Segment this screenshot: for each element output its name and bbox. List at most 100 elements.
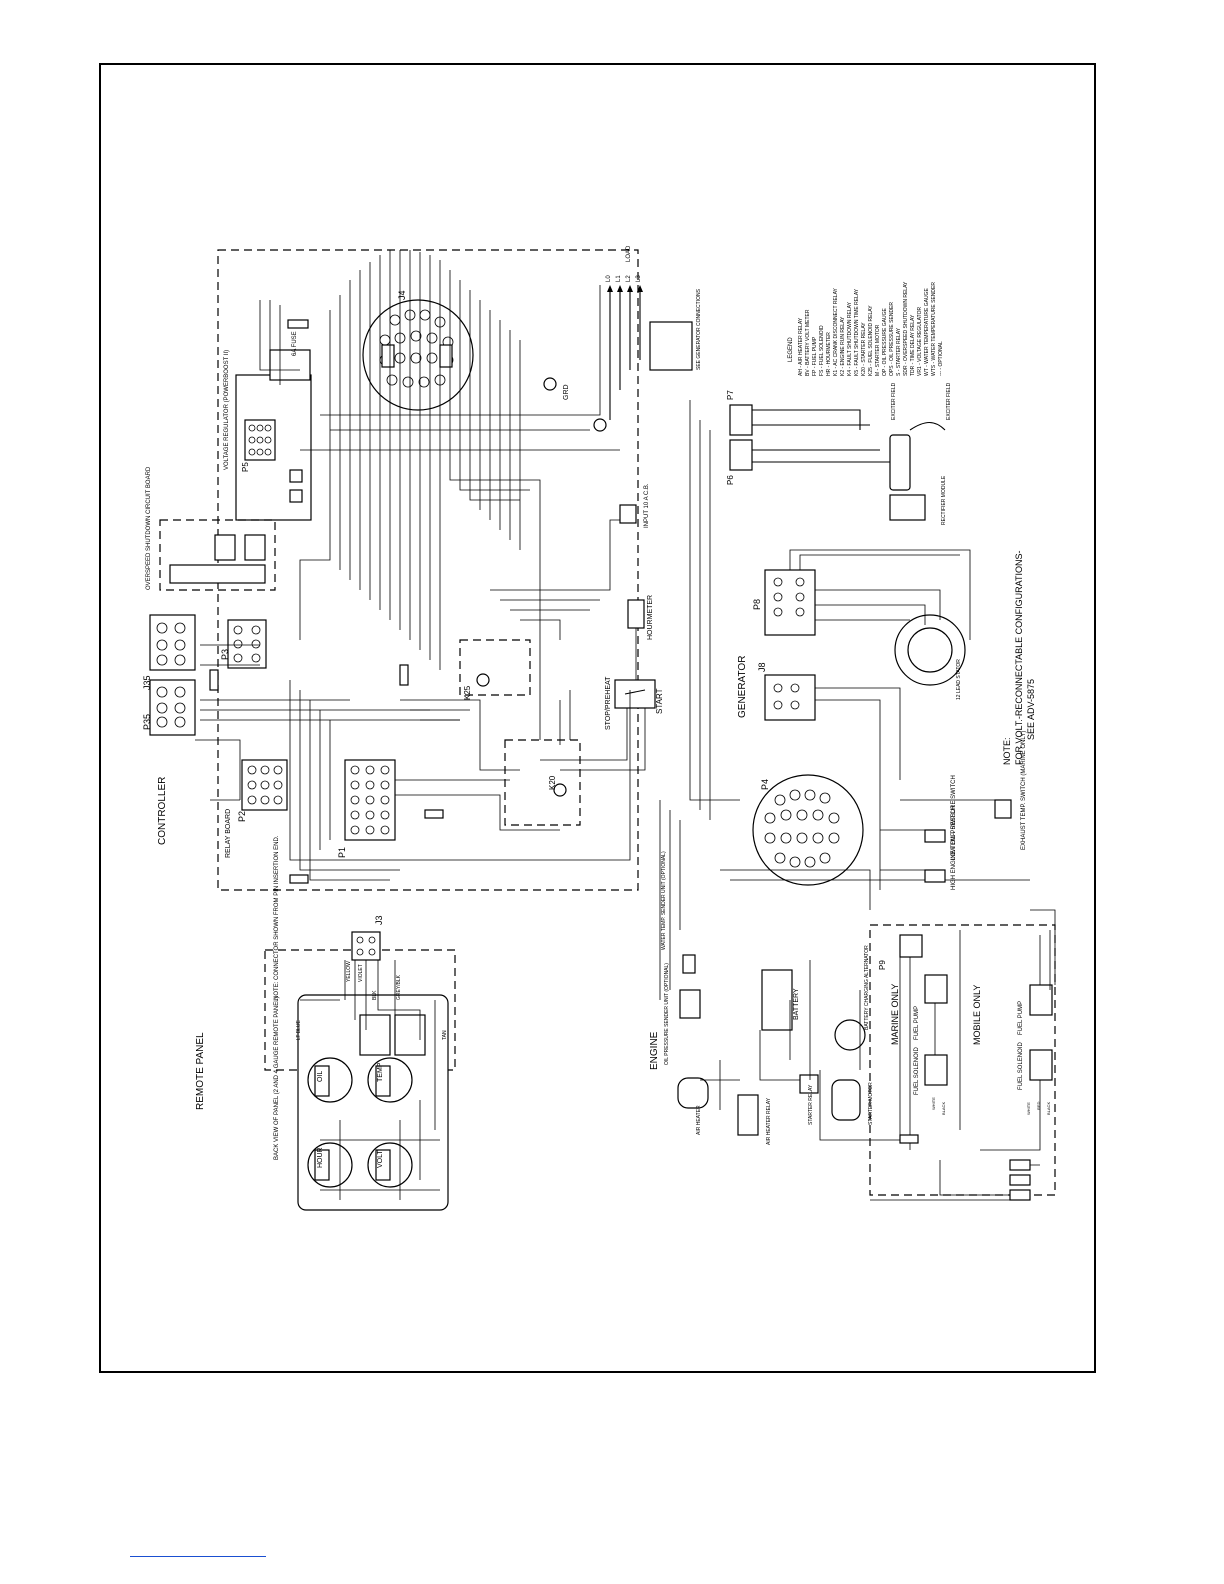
svg-text:HOURMETER: HOURMETER xyxy=(647,595,654,640)
start-stop-switch: START STOP/PREHEAT xyxy=(605,676,664,730)
controller-section: CONTROLLER VOLTAGE REGULATOR (POWERBOOST… xyxy=(142,245,702,891)
load-leads: L0 L1 L2 L3 LOAD SEE GENERATOR CONNECTIO… xyxy=(606,245,702,420)
svg-text:OIL: OIL xyxy=(317,1071,324,1082)
engine-section: ENGINE MARINE ONLY MOBILE ONLY WATER TEM… xyxy=(649,851,1056,1201)
svg-text:WHITE: WHITE xyxy=(1026,1102,1031,1115)
ground-terminal xyxy=(543,377,557,391)
water-temp-sender: WATER TEMP. SENDER UNIT (OPTIONAL) xyxy=(661,851,696,974)
fuel-solenoid-marine: FUEL SOLENOID WHITE BLACK xyxy=(914,1047,948,1115)
svg-text:RECTIFIER MODULE: RECTIFIER MODULE xyxy=(941,475,947,525)
marine-mobile-boundary xyxy=(869,924,1056,1196)
svg-text:P35: P35 xyxy=(142,714,152,730)
rectifier-module: RECTIFIER MODULE xyxy=(889,475,947,525)
svg-text:FUEL PUMP: FUEL PUMP xyxy=(914,1006,920,1040)
svg-text:P5: P5 xyxy=(241,462,250,472)
svg-text:STARTER MOTOR: STARTER MOTOR xyxy=(868,1082,874,1125)
voltage-regulator: VOLTAGE REGULATOR (POWERBOOST II) P5 xyxy=(224,349,312,521)
legend-item: K1 - AC CRANK DISCONNECT RELAY xyxy=(833,287,839,376)
svg-text:STARTER RELAY: STARTER RELAY xyxy=(808,1084,814,1125)
legend-item: OP - OIL PRESSURE GAUGE xyxy=(882,308,888,376)
svg-text:SEE GENERATOR CONNECTIONS: SEE GENERATOR CONNECTIONS xyxy=(696,288,702,370)
oil-gauge: OIL xyxy=(307,1057,353,1103)
legend-item: SDR - OVERSPEED SHUTDOWN RELAY xyxy=(903,281,909,376)
oil-pressure-sender: OIL PRESSURE SENDER UNIT (OPTIONAL) xyxy=(664,963,701,1065)
exciter-field: EXCITER FIELD EXCITER FIELD xyxy=(889,382,952,491)
legend-item: WTS - WATER TEMPERATURE SENDER xyxy=(931,282,937,376)
svg-text:AIR HEATER RELAY: AIR HEATER RELAY xyxy=(766,1097,772,1145)
reconnect-note: NOTE: FOR VOLT.-RECONNECTABLE CONFIGURAT… xyxy=(1002,550,1036,765)
wire-color-tan: TAN xyxy=(442,1030,448,1040)
exhaust-temp-switch: EXHAUST TEMP. SWITCH (MARINE ONLY) xyxy=(994,731,1027,850)
svg-text:BLACK: BLACK xyxy=(941,1102,946,1115)
legend-item: FS - FUEL SOLENOID xyxy=(819,325,825,376)
back-view-label: BACK VIEW OF PANEL (2 AND 4 GAUGE REMOTE… xyxy=(274,996,280,1160)
svg-text:P6: P6 xyxy=(726,475,735,485)
controller-title: CONTROLLER xyxy=(157,777,168,845)
fuel-pump-mobile: FUEL PUMP xyxy=(1018,984,1053,1035)
footer-rule xyxy=(130,1556,266,1557)
svg-text:P9: P9 xyxy=(878,960,887,970)
legend-item: K4 - FAULT SHUTDOWN RELAY xyxy=(847,301,853,376)
svg-text:BATTERY: BATTERY xyxy=(793,988,800,1020)
legend-item: FP - FUEL PUMP xyxy=(812,336,818,376)
mobile-only-label: MOBILE ONLY xyxy=(972,985,982,1045)
fuse-label: 6A FUSE xyxy=(292,331,298,356)
legend: LEGEND AH - AIR HEATER RELAY BV - BATTER… xyxy=(788,281,944,376)
legend-item: --- - OPTIONAL xyxy=(938,341,944,376)
starter-motor: STARTER MOTOR xyxy=(831,1079,874,1125)
generator-title: GENERATOR xyxy=(737,656,748,718)
legend-item: HR - HOURMETER xyxy=(826,332,832,376)
svg-text:AIR HEATER: AIR HEATER xyxy=(696,1105,702,1135)
grd-label: GRD xyxy=(563,384,570,400)
svg-text:L3: L3 xyxy=(636,275,642,282)
svg-text:FUEL PUMP: FUEL PUMP xyxy=(1018,1001,1024,1035)
fuel-solenoid-mobile: FUEL SOLENOID WHITE RED BLACK xyxy=(1018,1042,1053,1115)
note-line: NOTE: xyxy=(1002,737,1012,765)
hourmeter: HOURMETER xyxy=(627,595,654,640)
svg-text:12 LEAD STATOR: 12 LEAD STATOR xyxy=(956,659,962,700)
legend-item: K25 - FUEL SOLENOID RELAY xyxy=(868,305,874,376)
p7-connector: P7 xyxy=(726,390,753,436)
svg-text:VOLTAGE REGULATOR (POWERBOOST: VOLTAGE REGULATOR (POWERBOOST II) xyxy=(224,350,230,470)
p3-connector: P3 xyxy=(220,619,267,669)
svg-text:J35: J35 xyxy=(142,675,152,690)
svg-text:STOP/PREHEAT: STOP/PREHEAT xyxy=(605,676,612,730)
battery: BATTERY xyxy=(761,969,800,1031)
svg-text:L2: L2 xyxy=(626,275,632,282)
svg-text:P8: P8 xyxy=(752,599,762,610)
k25-relay: K25 xyxy=(459,639,531,700)
legend-item: AH - AIR HEATER RELAY xyxy=(798,317,804,376)
volt-gauge: VOLT xyxy=(367,1142,413,1188)
svg-text:WATER TEMP. SENDER UNIT (OPTIO: WATER TEMP. SENDER UNIT (OPTIONAL) xyxy=(661,851,667,950)
svg-text:OVERSPEED SHUTDOWN CIRCUIT BOA: OVERSPEED SHUTDOWN CIRCUIT BOARD xyxy=(146,466,152,590)
svg-text:P3: P3 xyxy=(220,649,230,660)
svg-text:L1: L1 xyxy=(616,275,622,282)
svg-text:WHITE: WHITE xyxy=(931,1097,936,1110)
legend-title: LEGEND xyxy=(788,337,794,362)
svg-text:BATTERY CHARGING ALTERNATOR: BATTERY CHARGING ALTERNATOR xyxy=(864,945,870,1030)
legend-item: K20 - STARTER RELAY xyxy=(861,322,867,376)
stator: 12 LEAD STATOR xyxy=(894,614,966,700)
svg-text:OIL PRESSURE SENDER UNIT (OPTI: OIL PRESSURE SENDER UNIT (OPTIONAL) xyxy=(664,963,670,1065)
legend-item: BV - BATTERY VOLT METER xyxy=(805,309,811,376)
p9-connector: P9 xyxy=(878,934,923,970)
wire-color-violet: VIOLET xyxy=(358,964,364,982)
svg-text:J3: J3 xyxy=(374,915,384,925)
temp-gauge: TEMP xyxy=(367,1057,413,1103)
legend-item: K5 - FAULT SHUTDOWN TIME RELAY xyxy=(854,288,860,376)
svg-text:RELAY BOARD: RELAY BOARD xyxy=(225,809,232,858)
marine-only-label: MARINE ONLY xyxy=(890,984,900,1045)
overspeed-board: OVERSPEED SHUTDOWN CIRCUIT BOARD xyxy=(146,466,276,591)
svg-text:J4: J4 xyxy=(397,290,407,300)
air-heater: AIR HEATER xyxy=(677,1077,709,1135)
svg-text:LOAD: LOAD xyxy=(626,245,632,262)
battery-alternator: BATTERY CHARGING ALTERNATOR xyxy=(834,945,870,1051)
high-engine-temp-switch: HIGH ENGINE TEMP. SWITCH xyxy=(924,806,957,890)
remote-panel-section: HOUR VOLT OIL TEMP J3 xyxy=(195,835,456,1211)
svg-text:P2: P2 xyxy=(237,811,247,822)
svg-text:LOW OIL PRESSURE SWITCH: LOW OIL PRESSURE SWITCH xyxy=(951,775,957,860)
legend-item: M - STARTER MOTOR xyxy=(875,324,881,376)
legend-item: OPS - OIL PRESSURE SENDER xyxy=(889,302,895,376)
fuse xyxy=(287,319,309,329)
